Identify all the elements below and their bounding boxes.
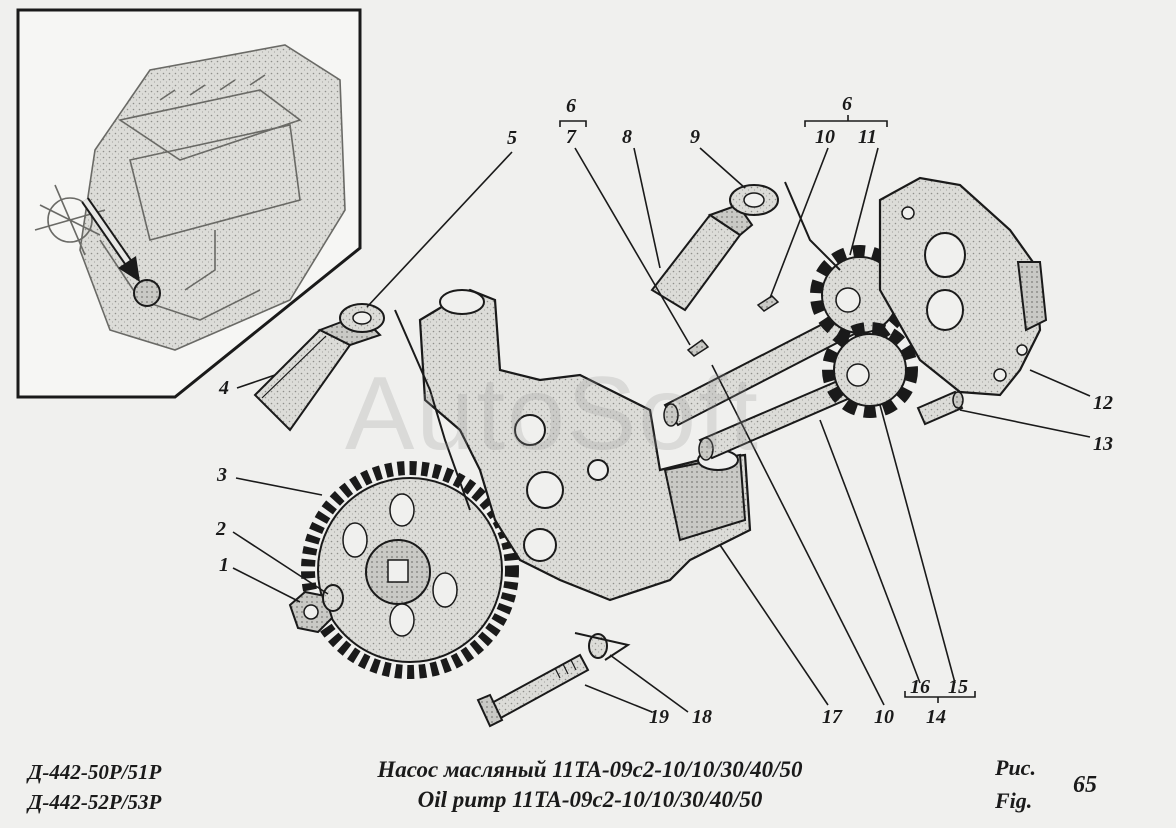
label-group-6-right: 6	[842, 93, 852, 115]
caption-figure-number: 65	[1073, 772, 1097, 798]
part-5-washer	[339, 303, 385, 333]
label-part-3: 3	[217, 464, 227, 486]
label-group-14: 14	[926, 706, 946, 728]
pump-housing	[418, 288, 752, 602]
label-part-9: 9	[690, 126, 700, 148]
pump-location-arrow	[81, 197, 161, 307]
part-10-keys	[686, 295, 780, 357]
label-part-8: 8	[622, 126, 632, 148]
part-8-valve	[650, 203, 754, 312]
leader-lines	[232, 147, 1091, 713]
label-part-13: 13	[1093, 433, 1113, 455]
watermark-text: AutoSoft	[345, 356, 760, 472]
part-15-driven-gear	[822, 322, 918, 418]
part-2-washer	[322, 584, 344, 612]
part-19-bolt	[476, 653, 590, 728]
part-16-shafts	[663, 308, 864, 461]
label-part-19: 19	[649, 706, 669, 728]
label-part-10-top: 10	[815, 126, 835, 148]
label-part-18: 18	[692, 706, 712, 728]
label-part-1: 1	[219, 554, 229, 576]
label-part-4: 4	[219, 377, 229, 399]
part-3-gear	[301, 461, 519, 679]
caption-model-line-2: Д-442-52Р/53Р	[28, 790, 162, 814]
label-part-16: 16	[910, 676, 930, 698]
part-1-nut	[288, 590, 334, 634]
caption-title-ru: Насос масляный 11ТА-09с2-10/10/30/40/50	[377, 757, 803, 782]
label-part-11: 11	[858, 126, 877, 148]
label-group-6-left: 6	[566, 95, 576, 117]
label-part-7: 7	[566, 126, 576, 148]
assembly-guides	[394, 181, 841, 661]
label-part-17: 17	[822, 706, 842, 728]
caption-model-line-1: Д-442-50Р/51Р	[28, 760, 162, 784]
part-9-washer	[729, 184, 779, 216]
caption-fig-ru: Рис.	[995, 755, 1036, 780]
engine-inset	[16, 8, 362, 399]
label-part-15: 15	[948, 676, 968, 698]
caption-title-en: Oil pump 11ТА-09с2-10/10/30/40/50	[417, 787, 763, 812]
part-12-cover	[878, 176, 1048, 397]
label-part-12: 12	[1093, 392, 1113, 414]
label-part-10-bottom: 10	[874, 706, 894, 728]
caption-fig-en: Fig.	[995, 788, 1033, 813]
part-13-dowel	[916, 390, 964, 426]
group-brackets	[559, 115, 976, 703]
label-part-5: 5	[507, 127, 517, 149]
label-part-2: 2	[216, 518, 226, 540]
